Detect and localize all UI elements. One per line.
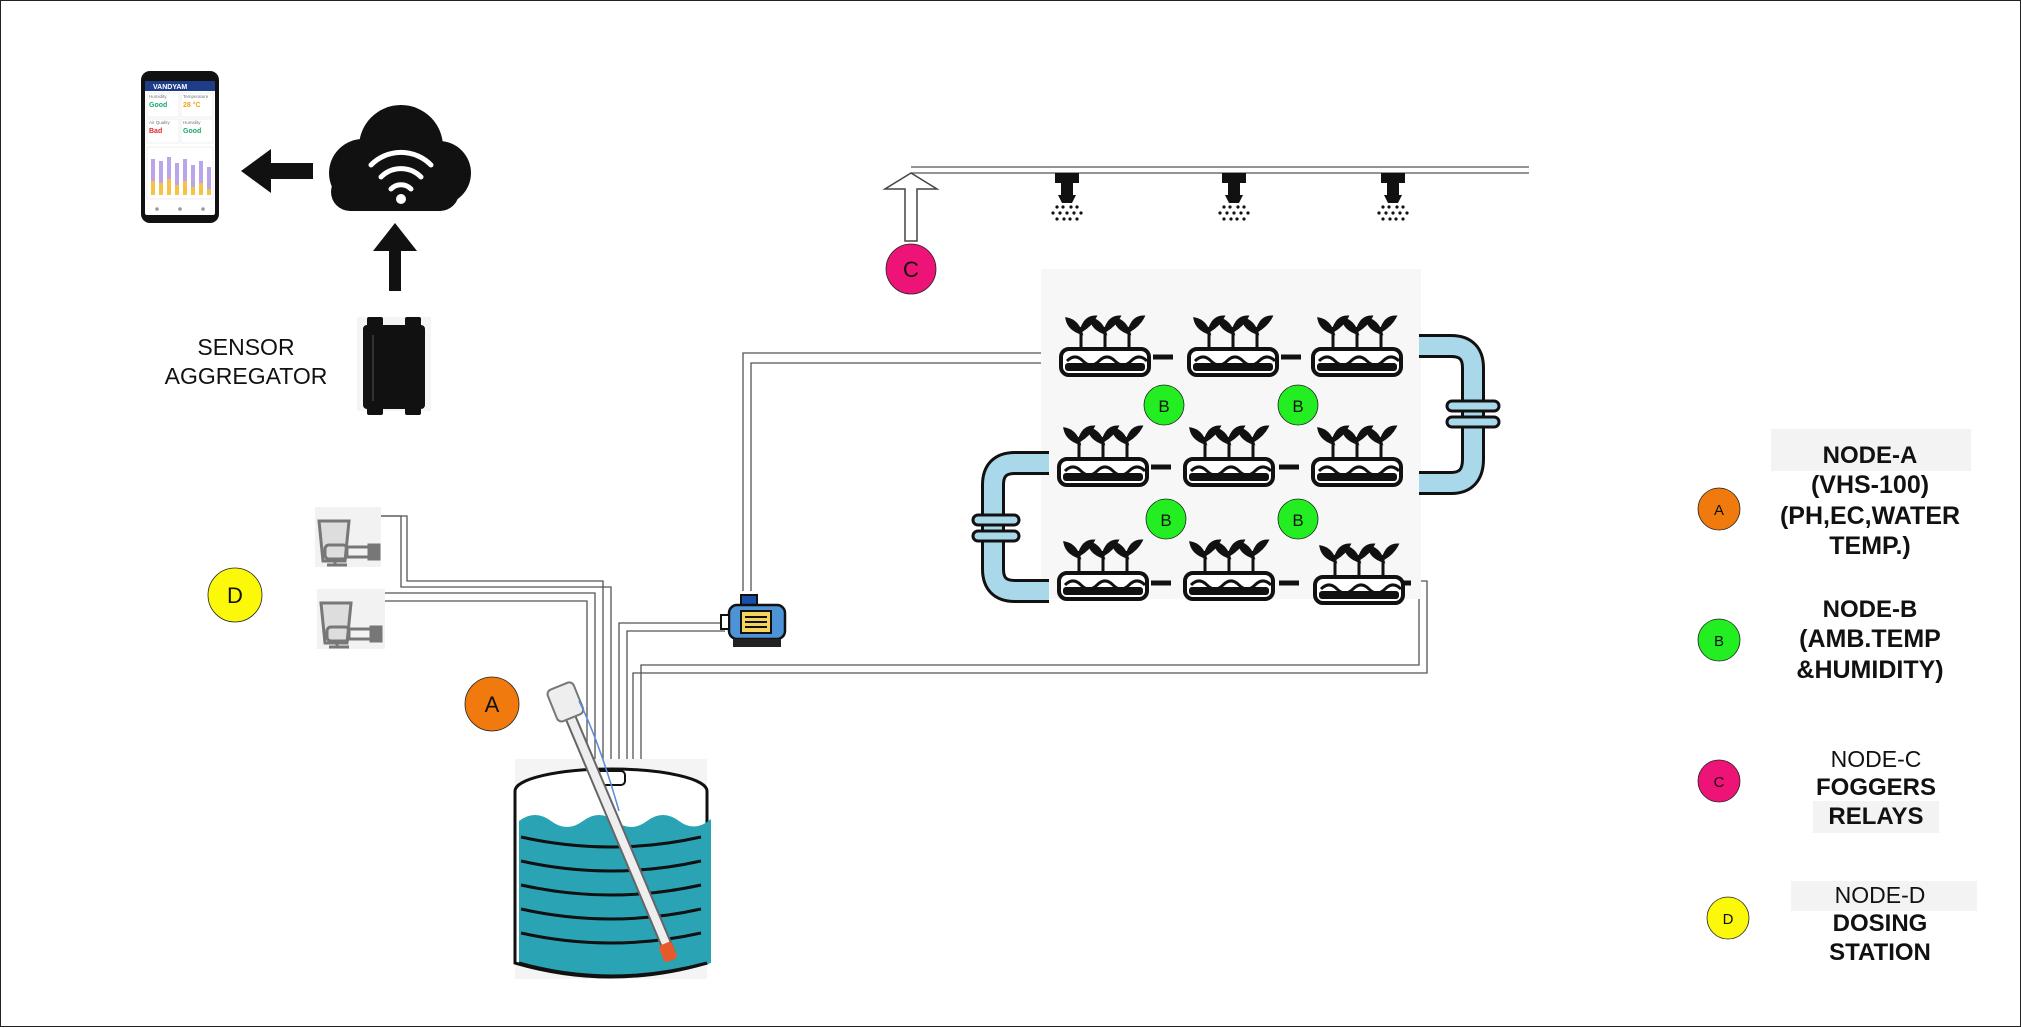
marker-circle (1277, 498, 1319, 540)
card-label: Air Quality (149, 120, 171, 125)
marker-letter: C (903, 257, 919, 282)
legend-line: RELAYS (1828, 803, 1924, 831)
marker-d: D (207, 567, 263, 623)
legend-line: FOGGERS (1815, 774, 1936, 802)
marker-circle (1697, 487, 1741, 531)
card-status: Good (183, 128, 201, 135)
app-title: VANDYAM (153, 84, 187, 91)
marker-circle (1706, 896, 1750, 940)
node-markers: C B B B B D A (207, 243, 1319, 732)
legend-line: DOSING (1832, 910, 1928, 938)
card-status: Good (149, 102, 167, 109)
marker-b: B (1145, 498, 1187, 540)
legend-line: STATION (1829, 939, 1931, 967)
arrow-left-icon (241, 149, 313, 193)
legend-title: NODE-B (1822, 596, 1918, 623)
marker-circle (1697, 759, 1741, 803)
fogger-line (882, 172, 1409, 242)
marker-letter: D (1723, 911, 1734, 928)
marker-circle (1145, 498, 1187, 540)
water-pump-icon (720, 594, 787, 647)
card-label: Temperature (183, 94, 209, 99)
dosing-pump-icon (317, 519, 381, 567)
card-label: Humidity (149, 94, 167, 99)
sensor-label-line1: SENSOR (197, 334, 295, 360)
legend-line: TEMP.) (1829, 532, 1911, 561)
legend-markers: A B C D (1697, 487, 1750, 940)
legend-node-d: NODE-D DOSING STATION (1775, 881, 1985, 968)
marker-a: A (464, 676, 520, 732)
smartphone: VANDYAM Humidity Temperature Air Quality… (141, 71, 219, 223)
water-tank (513, 681, 711, 979)
legend-marker-a: A (1697, 487, 1741, 531)
phone-chart (146, 146, 214, 200)
sensor-label-line2: AGGREGATOR (164, 362, 328, 389)
marker-letter: B (1714, 633, 1724, 650)
marker-letter: D (227, 583, 243, 608)
legend-node-c: NODE-C FOGGERS RELAYS (1771, 745, 1981, 832)
legend-marker-b: B (1697, 618, 1741, 662)
legend-line: (PH,EC,WATER (1779, 501, 1961, 530)
marker-letter: B (1292, 397, 1303, 416)
legend-node-a: NODE-A (VHS-100) (PH,EC,WATER TEMP.) (1765, 441, 1975, 562)
marker-circle (885, 243, 937, 295)
sensor-aggregator-icon (357, 317, 431, 415)
arrow-up-icon (373, 223, 417, 291)
dosing-pump-icon (319, 601, 383, 649)
cloud-wifi-icon (329, 105, 471, 211)
legend-title: NODE-A (1822, 442, 1918, 469)
hydroponic-system (971, 269, 1501, 605)
legend-marker-c: C (1697, 759, 1741, 803)
legend-line: (VHS-100) (1810, 471, 1930, 500)
marker-letter: C (1714, 774, 1725, 791)
marker-circle (1277, 384, 1319, 426)
fogger-icon (1051, 173, 1083, 221)
probe-icon (546, 681, 677, 963)
card-label: Humidity (183, 120, 201, 125)
up-arrow-outline-icon (882, 172, 940, 242)
legend-marker-d: D (1706, 896, 1750, 940)
marker-circle (1697, 618, 1741, 662)
dosing-station (315, 507, 385, 649)
marker-b: B (1277, 498, 1319, 540)
marker-letter: B (1160, 511, 1171, 530)
card-value: 28 °C (183, 101, 201, 109)
marker-letter: A (485, 692, 500, 717)
marker-b: B (1277, 384, 1319, 426)
fogger-icon (1377, 173, 1409, 221)
marker-letter: B (1292, 511, 1303, 530)
marker-circle (207, 567, 263, 623)
marker-circle (1143, 384, 1185, 426)
marker-b: B (1143, 384, 1185, 426)
marker-letter: A (1714, 502, 1724, 519)
legend-line: &HUMIDITY) (1796, 655, 1944, 684)
card-status: Bad (149, 128, 162, 135)
fogger-icon (1218, 173, 1250, 221)
marker-circle (464, 676, 520, 732)
legend-title: NODE-D (1834, 882, 1926, 908)
marker-c: C (885, 243, 937, 295)
legend-line: (AMB.TEMP (1799, 625, 1941, 654)
legend-title: NODE-C (1830, 746, 1922, 772)
sensor-aggregator-label: SENSOR AGGREGATOR (141, 333, 351, 391)
marker-letter: B (1158, 397, 1169, 416)
legend-node-b: NODE-B (AMB.TEMP &HUMIDITY) (1765, 595, 1975, 685)
